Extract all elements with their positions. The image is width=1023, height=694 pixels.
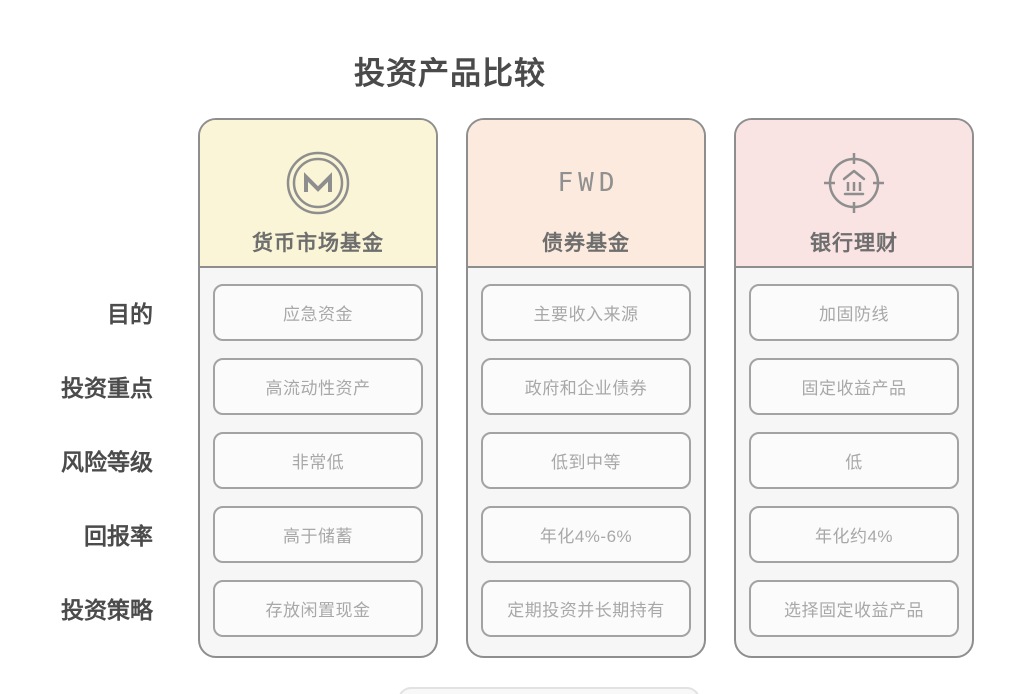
row-label-investment-focus: 投资重点 (61, 375, 153, 401)
fwd-logo-text: FWD (557, 168, 620, 198)
card-body: 应急资金 高流动性资产 非常低 高于储蓄 存放闲置现金 (200, 268, 436, 637)
cell-purpose-bank-wealth: 加固防线 (749, 284, 959, 341)
cell-return-bond-fund: 年化4%-6% (481, 506, 691, 563)
cell-focus-bank-wealth: 固定收益产品 (749, 358, 959, 415)
cell-focus-bond-fund: 政府和企业债券 (481, 358, 691, 415)
cell-strategy-bond-fund: 定期投资并长期持有 (481, 580, 691, 637)
card-header: 货币市场基金 (200, 120, 436, 268)
cutoff-card-top-edge (398, 687, 700, 694)
circled-m-icon (285, 150, 351, 216)
row-label-return-rate: 回报率 (84, 523, 153, 549)
bank-target-icon (821, 150, 887, 216)
cell-focus-money-market: 高流动性资产 (213, 358, 423, 415)
cell-return-money-market: 高于储蓄 (213, 506, 423, 563)
column-card-bond-fund: FWD 债券基金 主要收入来源 政府和企业债券 低到中等 年化4%-6% 定期投… (466, 118, 706, 658)
row-label-purpose: 目的 (107, 301, 153, 327)
column-title: 银行理财 (810, 232, 898, 255)
card-body: 加固防线 固定收益产品 低 年化约4% 选择固定收益产品 (736, 268, 972, 637)
cell-risk-bank-wealth: 低 (749, 432, 959, 489)
row-label-investment-strategy: 投资策略 (61, 597, 153, 623)
row-label-risk-level: 风险等级 (61, 449, 153, 475)
column-title: 债券基金 (542, 232, 630, 255)
cell-risk-money-market: 非常低 (213, 432, 423, 489)
column-title: 货币市场基金 (252, 232, 384, 255)
cell-purpose-bond-fund: 主要收入来源 (481, 284, 691, 341)
cell-risk-bond-fund: 低到中等 (481, 432, 691, 489)
cell-strategy-bank-wealth: 选择固定收益产品 (749, 580, 959, 637)
page-title: 投资产品比较 (354, 56, 546, 91)
cell-strategy-money-market: 存放闲置现金 (213, 580, 423, 637)
column-card-money-market-fund: 货币市场基金 应急资金 高流动性资产 非常低 高于储蓄 存放闲置现金 (198, 118, 438, 658)
card-header: 银行理财 (736, 120, 972, 268)
cell-purpose-money-market: 应急资金 (213, 284, 423, 341)
card-body: 主要收入来源 政府和企业债券 低到中等 年化4%-6% 定期投资并长期持有 (468, 268, 704, 637)
card-header: FWD 债券基金 (468, 120, 704, 268)
cell-return-bank-wealth: 年化约4% (749, 506, 959, 563)
column-card-bank-wealth: 银行理财 加固防线 固定收益产品 低 年化约4% 选择固定收益产品 (734, 118, 974, 658)
